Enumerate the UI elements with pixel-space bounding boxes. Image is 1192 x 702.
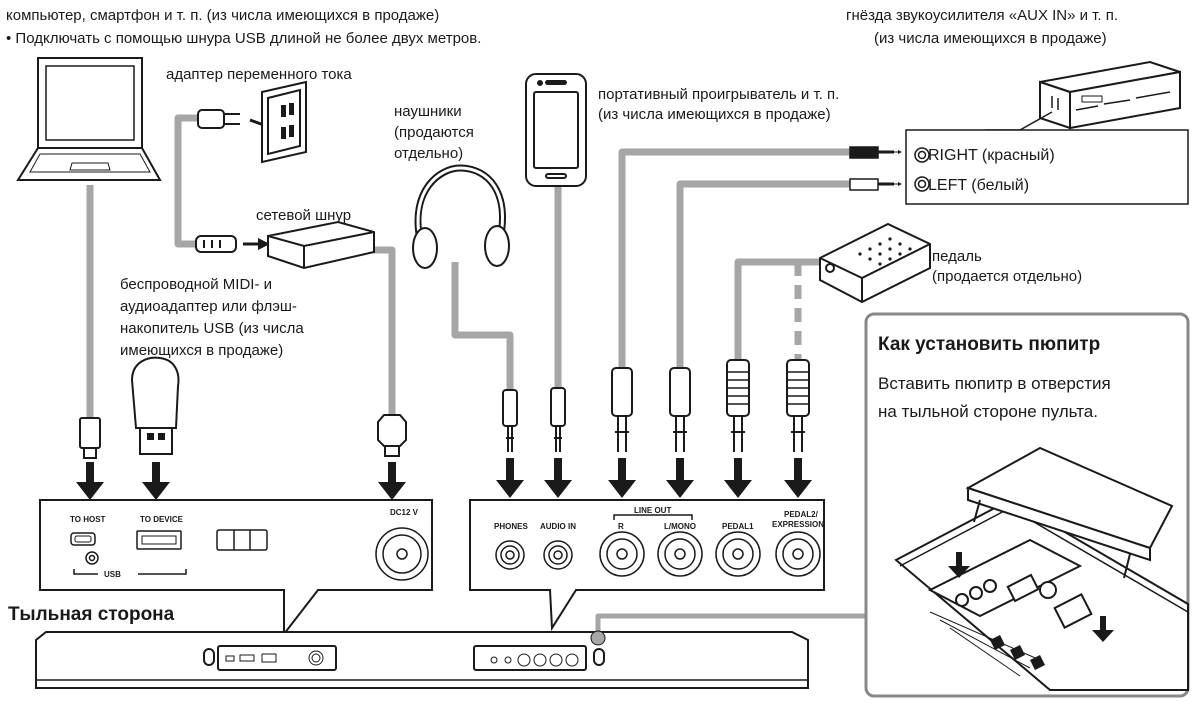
right-panel-graphics (495, 514, 821, 577)
header-line-2: • Подключать с помощью шнура USB длиной … (6, 30, 482, 47)
wireless-label-1: беспроводной MIDI- и (120, 276, 273, 293)
left-panel-graphics (70, 527, 429, 581)
pedal1-plug-icon (726, 359, 750, 452)
line-out-l-label: L/MONO (664, 522, 696, 531)
to-host-label: TO HOST (70, 515, 106, 524)
rca-jack-icons (914, 147, 930, 192)
headphones-label-1: наушники (394, 103, 462, 120)
rca-plug-icons (849, 146, 902, 191)
ac-cord (174, 114, 200, 248)
pedal2-plug-icon (786, 359, 810, 452)
usb-flash-drive-icon (130, 356, 180, 455)
power-cord-label: сетевой шнур (256, 207, 352, 224)
music-stand-illustration (894, 446, 1189, 691)
wireless-label-2: аудиоадаптер или флэш- (120, 298, 297, 315)
audio-in-plug-icon (550, 387, 566, 452)
line-out-l-plug-icon (669, 367, 691, 452)
pedal2-label-1: PEDAL2/ (784, 510, 818, 519)
laptop-icon (16, 57, 162, 181)
line-out-r-plug-icon (611, 367, 633, 452)
headphones-label-2: (продаются (394, 124, 474, 141)
pedal-label-2: (продается отдельно) (932, 268, 1083, 285)
music-stand-text-2: на тыльной стороне пульта. (878, 402, 1098, 421)
phones-cable (451, 262, 514, 390)
player-label-2: (из числа имеющихся в продаже) (598, 106, 831, 123)
cables (86, 114, 872, 632)
wireless-label-4: имеющихся в продаже) (120, 342, 284, 359)
music-stand-title: Как установить пюпитр (878, 334, 1101, 355)
rca-right-cable (618, 148, 850, 368)
power-cord-plug-icon (195, 235, 237, 253)
pedal1-cable (734, 258, 828, 360)
right-panel-callout (469, 499, 825, 632)
dc12v-label: DC12 V (390, 508, 419, 517)
amp-header-line-2: (из числа имеющихся в продаже) (874, 30, 1107, 47)
micro-usb-plug-icon (79, 417, 101, 459)
to-device-label: TO DEVICE (140, 515, 183, 524)
music-stand-text-1: Вставить пюпитр в отверстия (878, 374, 1111, 393)
audio-in-label: AUDIO IN (540, 522, 576, 531)
headphones-icon (412, 164, 510, 269)
power-adapter-icon (267, 220, 375, 270)
dc-cable (370, 246, 396, 415)
ac-adapter-label: адаптер переменного тока (166, 66, 352, 83)
line-out-r-label: R (618, 522, 624, 531)
rca-box (905, 129, 1189, 205)
wireless-label-3: накопитель USB (из числа (120, 320, 304, 337)
pedal-label-1: педаль (932, 248, 982, 265)
rca-left-cable (676, 180, 850, 368)
switch-icon (216, 529, 268, 551)
to-device-port (136, 530, 182, 550)
smartphone-icon (525, 73, 587, 187)
pedal1-label: PEDAL1 (722, 522, 754, 531)
piano-rear-body (35, 631, 809, 689)
player-label-1: портативный проигрыватель и т. п. (598, 86, 840, 103)
header-line-1: компьютер, смартфон и т. п. (из числа им… (6, 7, 440, 24)
rear-side-title: Тыльная сторона (8, 604, 175, 625)
wall-outlet-icon (261, 80, 307, 164)
line-out-label: LINE OUT (634, 506, 672, 515)
ac-plug-icon (197, 109, 240, 129)
rca-right-label: RIGHT (красный) (928, 147, 1055, 164)
phones-label: PHONES (494, 522, 528, 531)
rca-left-label: LEFT (белый) (928, 177, 1030, 194)
insert-arrows (76, 458, 812, 500)
piano-rear-ports (225, 650, 579, 667)
stand-hole-marker (590, 630, 606, 646)
pedal2-label-2: EXPRESSION (772, 520, 825, 529)
pedal-icon (819, 222, 931, 304)
amp-header-line-1: гнёзда звукоусилителя «AUX IN» и т. п. (846, 7, 1118, 24)
headphones-label-3: отдельно) (394, 145, 464, 162)
stand-callout-line (595, 613, 872, 632)
phones-plug-icon (502, 389, 518, 452)
amplifier-icon (1039, 60, 1181, 130)
dc-plug-icon (377, 414, 407, 457)
stand-insert-arrows (948, 552, 1114, 642)
usb-label: USB (104, 570, 121, 579)
pedal-dots (858, 237, 912, 266)
